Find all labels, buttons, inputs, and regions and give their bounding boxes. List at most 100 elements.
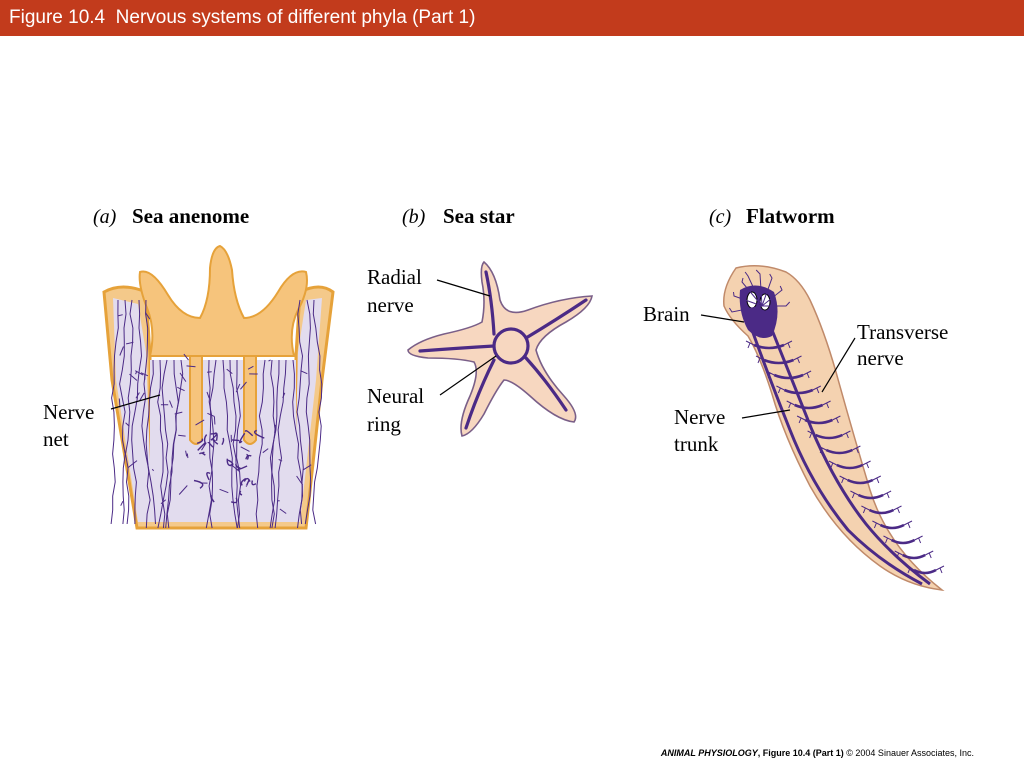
- knot-loop: [243, 477, 251, 482]
- lateral-branch: [796, 415, 806, 424]
- panel-a: (a) Sea anenome Nerve net: [43, 204, 335, 530]
- nerve-net-link: [300, 370, 308, 375]
- nerve-net-link: [178, 485, 188, 495]
- nerve-net-link: [296, 475, 304, 486]
- nerve-net-link: [247, 365, 254, 370]
- nerve-net-strand: [157, 359, 166, 529]
- knot-loop: [210, 432, 217, 435]
- neural-ring-label-line1: Neural: [367, 384, 424, 408]
- neural-ring-leader: [439, 355, 497, 396]
- knot-loop: [251, 480, 257, 486]
- nerve-net-strand: [145, 359, 154, 529]
- nerve-net-link: [262, 448, 269, 454]
- head-branch: [733, 291, 763, 307]
- knot-loop: [197, 442, 206, 451]
- sea-star-radial-nerves: [418, 270, 588, 430]
- nerve-net-strand: [274, 359, 287, 529]
- knot-loop: [226, 458, 232, 467]
- radial-nerve-leader: [436, 279, 491, 297]
- transverse-nerve: [847, 478, 874, 485]
- nerve-net-link: [169, 400, 173, 408]
- transverse-nerve: [794, 403, 824, 410]
- transverse-nerve: [825, 448, 853, 455]
- nerve-net-link: [117, 314, 123, 317]
- knot-loop: [227, 459, 234, 467]
- knot-loop: [221, 437, 225, 446]
- nerve-net-link: [183, 353, 189, 361]
- radial-nerve-label-line1: Radial: [367, 265, 422, 289]
- anemone-nerve-net: [110, 299, 323, 529]
- nerve-net-strand: [131, 299, 143, 524]
- lateral-branch: [755, 355, 765, 364]
- knot-loop: [207, 442, 214, 448]
- transverse-nerve-label-line1: Transverse: [857, 320, 948, 344]
- transverse-nerve: [753, 343, 785, 350]
- panel-b-letter: (b): [402, 206, 426, 228]
- nerve-net-link: [240, 381, 247, 390]
- lateral-branch: [883, 535, 892, 544]
- nerve-net-link: [240, 446, 250, 452]
- head-branch: [744, 271, 763, 307]
- transverse-nerve: [804, 418, 833, 425]
- nerve-net-link: [201, 442, 207, 451]
- title-bar: Figure 10.4 Nervous systems of different…: [0, 0, 1024, 36]
- panel-c: (c) Flatworm Brain Transverse nerve Nerv…: [643, 204, 948, 592]
- nerve-net-link: [125, 422, 130, 427]
- nerve-net-label-line1: Nerve: [43, 400, 94, 424]
- nerve-net-link: [185, 450, 188, 457]
- anemone-net-area: [113, 298, 322, 522]
- nerve-trunk-label-line2: trunk: [674, 432, 719, 456]
- lateral-branch: [850, 490, 859, 499]
- nerve-net-link: [219, 488, 229, 494]
- lateral-branch: [745, 340, 755, 349]
- sea-star-neural-ring: [492, 327, 530, 365]
- lateral-branch: [861, 505, 870, 514]
- lateral-branch: [872, 475, 882, 484]
- footer-book-title: ANIMAL PHYSIOLOGY: [660, 748, 758, 758]
- knot-loop: [196, 438, 204, 444]
- nerve-net-link: [174, 411, 183, 415]
- transverse-nerve: [836, 463, 864, 470]
- lateral-branch: [783, 340, 793, 349]
- knot-loop: [210, 495, 215, 503]
- transverse-nerve: [902, 553, 926, 560]
- nerve-net-link: [186, 453, 189, 459]
- lateral-branch: [872, 520, 881, 529]
- flatworm-illustration: [723, 265, 945, 592]
- lateral-branch: [786, 400, 795, 409]
- panel-b: (b) Sea star Radial nerve Neural ring: [367, 204, 593, 437]
- transverse-nerve-label-line2: nerve: [857, 346, 904, 370]
- nerve-net-link: [206, 391, 210, 399]
- transverse-nerve: [773, 373, 804, 380]
- lateral-branch: [832, 415, 841, 424]
- nerve-net-link: [119, 346, 124, 356]
- nerve-net-link: [134, 370, 144, 376]
- nerve-net-link: [178, 434, 186, 437]
- anemone-tentacles: [138, 244, 308, 357]
- knot-loop: [254, 429, 265, 439]
- panel-b-title: Sea star: [443, 204, 515, 228]
- nerve-net-link: [127, 460, 138, 468]
- nerve-net-link: [278, 458, 283, 462]
- nerve-net-link: [274, 424, 276, 433]
- nerve-net-link: [139, 392, 145, 401]
- nerve-net-strand: [222, 359, 238, 529]
- transverse-nerve: [890, 538, 916, 545]
- head-branch: [741, 277, 763, 307]
- nerve-net-link: [195, 419, 205, 426]
- lateral-branch: [802, 370, 812, 379]
- transverse-nerve: [763, 358, 794, 365]
- nerve-net-link: [213, 416, 216, 425]
- nerve-net-strand: [124, 299, 134, 525]
- lateral-branch: [893, 505, 902, 514]
- nerve-net-link: [179, 372, 187, 382]
- nerve-net-link: [303, 464, 312, 471]
- transverse-nerve: [783, 388, 814, 395]
- nerve-trunk-label-line1: Nerve: [674, 405, 725, 429]
- lateral-branch: [894, 550, 903, 559]
- nerve-net-link: [177, 386, 185, 392]
- nerve-net-strand: [312, 299, 323, 525]
- nerve-net-link: [282, 392, 286, 399]
- neural-ring-label-line2: ring: [367, 412, 401, 436]
- nerve-net-link: [140, 372, 149, 377]
